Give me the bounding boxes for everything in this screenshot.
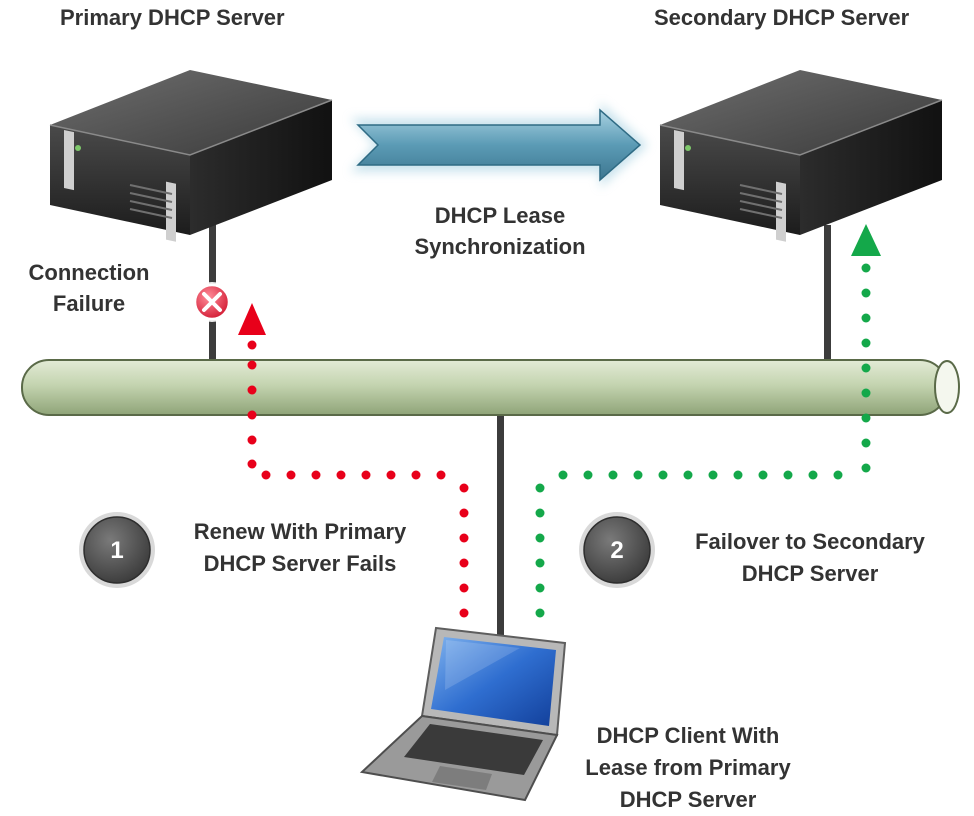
step-2-label-line2: DHCP Server [741,561,879,586]
step-1-label-line2: DHCP Server Fails [203,551,397,576]
secondary-server-cable [824,225,831,361]
failure-x-icon [192,282,232,322]
failover-arrow-head [851,224,881,256]
secondary-server-label: Secondary DHCP Server [654,5,910,30]
primary-server-label: Primary DHCP Server [60,5,285,30]
laptop-client-icon [359,626,567,802]
client-label-line3: DHCP Server [619,787,757,812]
failure-arrow-head [238,303,266,335]
failover-path [535,263,871,618]
secondary-server-icon [659,70,943,242]
network-bus [21,359,960,416]
failure-path [247,340,469,618]
step-2-label-line1: Failover to Secondary [695,529,925,554]
sync-label-line1: DHCP Lease [434,203,566,228]
step-1-number: 1 [110,537,123,564]
step-2-number: 2 [610,537,623,564]
sync-arrow-icon [350,102,648,188]
step-2-badge: 2 [579,512,655,588]
step-1-label-line1: Renew With Primary [193,519,407,544]
client-cable [497,414,504,636]
failure-label-line1: Connection [28,260,150,285]
primary-server-icon [49,70,333,242]
client-label-line2: Lease from Primary [585,755,791,780]
step-1-badge: 1 [79,512,155,588]
client-label-line1: DHCP Client With [596,723,780,748]
failure-label-line2: Failure [52,291,126,316]
sync-label-line2: Synchronization [414,234,586,259]
